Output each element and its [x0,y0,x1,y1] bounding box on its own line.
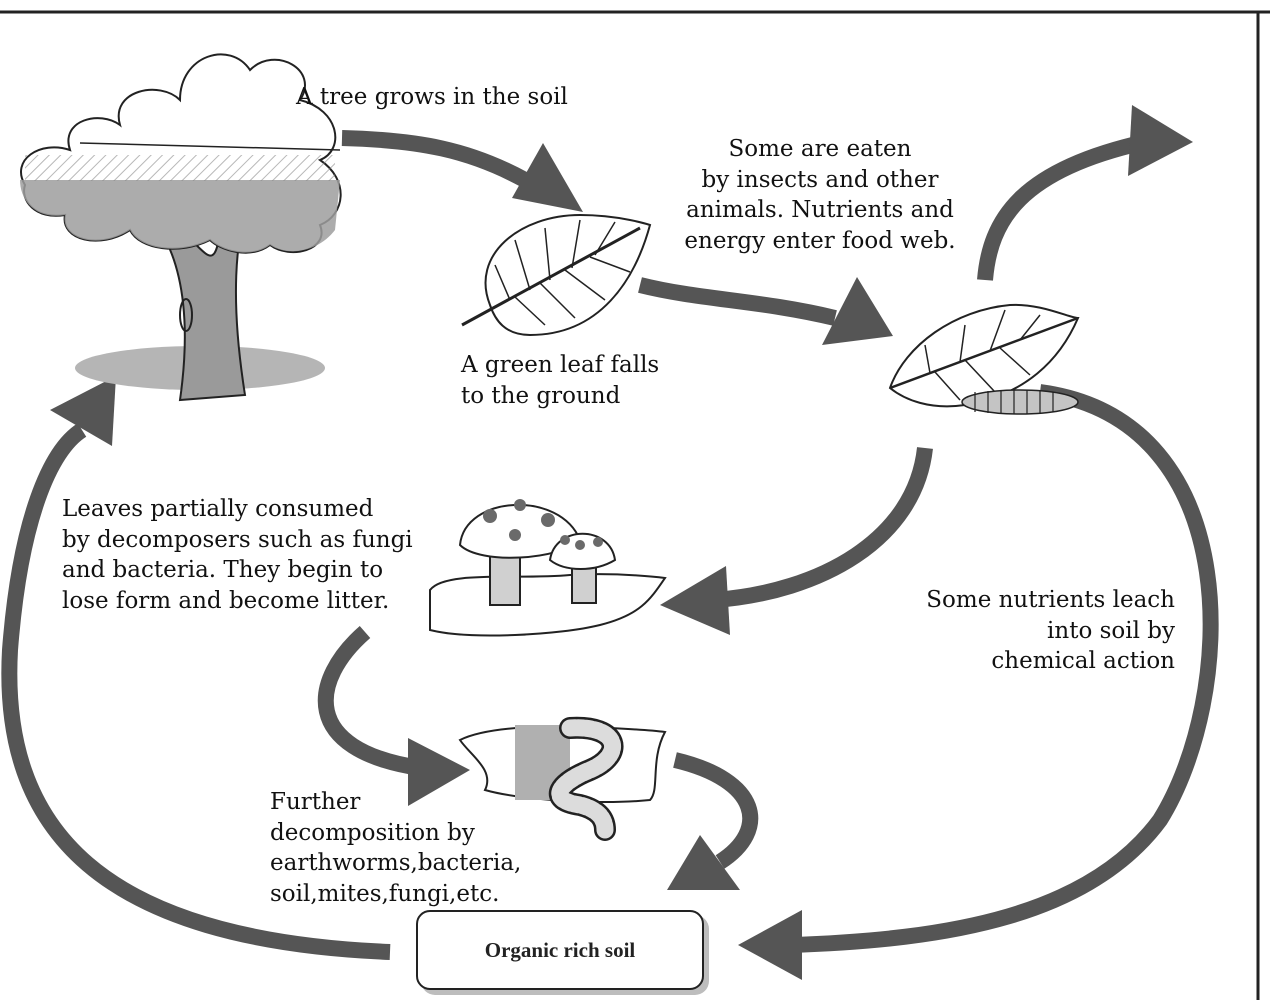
tree-icon [20,53,342,402]
leaf-icon [461,213,652,337]
organic-soil-label: Organic rich soil [484,937,636,962]
arrow-leaf-to-eaten-leaf [638,277,837,326]
label-leaf-falls: A green leaf falls to the ground [461,352,660,409]
arrow-head [660,566,730,635]
arrow-head [738,910,802,980]
earthworm-icon [458,716,667,841]
label-decomposers: Leaves partially consumed by decomposers… [62,496,413,614]
label-further-decomposition: Further decomposition by earthworms,bact… [270,789,522,907]
arrow-leach-to-soil [789,384,1219,953]
mushroom-icon [429,499,667,637]
arrow-head [408,738,470,806]
arrow-soil-to-tree [1,423,391,960]
arrow-to-earthworm [317,625,422,776]
label-tree-grows: A tree grows in the soil [296,84,568,110]
organic-soil-box: Organic rich soil [416,910,704,990]
arrow-earthworm-to-soil [673,752,759,869]
arrow-to-decomposers [714,446,933,608]
arrow-head [1128,105,1193,176]
arrow-head [822,277,893,345]
arrow-head [512,143,583,212]
label-eaten: Some are eaten by insects and other anim… [684,136,956,254]
arrow-tree-to-leaf [341,130,529,188]
arrow-head [50,376,116,446]
arrow-head [667,835,740,890]
label-leach: Some nutrients leach into soil by chemic… [926,587,1175,674]
arrow-to-food-web [977,134,1147,281]
caterpillar-icon [961,389,1079,415]
eaten-leaf-icon [888,303,1080,408]
